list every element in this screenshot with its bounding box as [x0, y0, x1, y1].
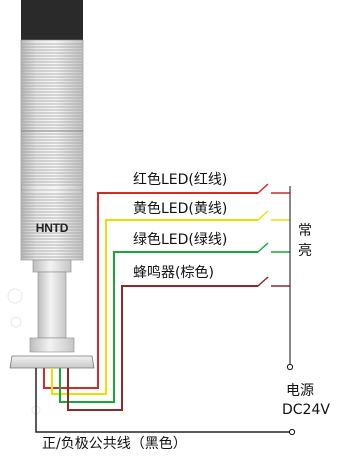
common-wire-label: 正/负极公共线（黑色）	[42, 436, 187, 452]
label-red-led: 红色LED(红线)	[133, 172, 228, 188]
tower-cap	[21, 0, 83, 40]
switch-brown	[257, 276, 290, 287]
wire-brown	[67, 285, 258, 411]
label-yellow-led: 黄色LED(黄线)	[133, 201, 228, 217]
label-green-led: 绿色LED(绿线)	[133, 232, 228, 248]
brand-logo: HNTD	[35, 221, 69, 235]
tower-base	[9, 355, 95, 369]
switch-yellow	[257, 210, 290, 221]
tower-ribs	[22, 43, 82, 258]
power-label: 电源	[286, 383, 314, 399]
tower-pole	[37, 271, 67, 339]
label-buzzer: 蜂鸣器(棕色)	[133, 265, 214, 281]
wire-red	[43, 192, 258, 389]
tower-collar	[29, 337, 75, 353]
switch-green	[257, 242, 290, 253]
mode-char-1: 常	[298, 223, 312, 239]
wire-black	[35, 368, 290, 433]
tower-neck	[32, 259, 72, 273]
wire-yellow	[51, 219, 258, 395]
signal-tower	[9, 0, 95, 369]
mode-char-2: 亮	[298, 243, 312, 259]
wire-green	[59, 251, 258, 403]
power-voltage: DC24V	[282, 402, 330, 418]
switch-red	[257, 183, 290, 194]
power-bus	[286, 186, 296, 436]
